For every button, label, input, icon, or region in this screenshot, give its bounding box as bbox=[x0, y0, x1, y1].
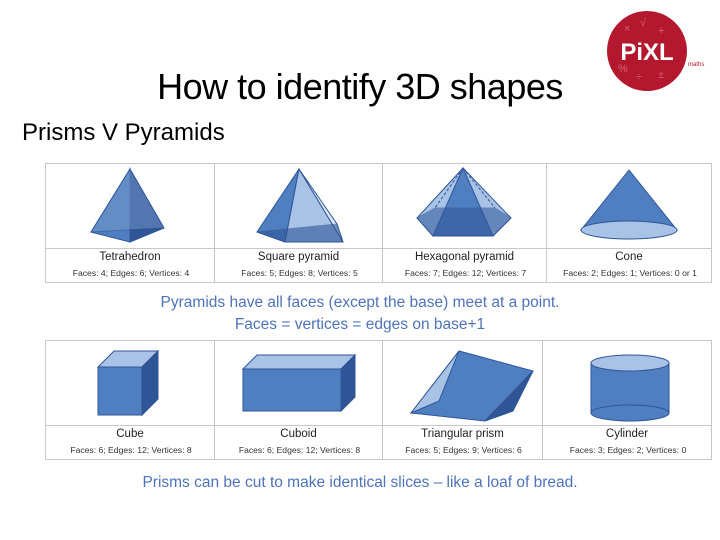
pyramid-facts: Faces: 5; Edges: 8; Vertices: 5 bbox=[241, 268, 358, 278]
cylinder-icon bbox=[590, 354, 670, 422]
prism-name: Cylinder bbox=[605, 428, 649, 440]
prism-facts: Faces: 3; Edges: 2; Vertices: 0 bbox=[569, 445, 687, 455]
svg-text:√: √ bbox=[640, 17, 647, 29]
prism-name: Cube bbox=[116, 428, 144, 440]
pyramid-facts: Faces: 7; Edges: 12; Vertices: 7 bbox=[404, 268, 527, 278]
pyramid-name: Square pyramid bbox=[257, 251, 340, 263]
svg-text:+: + bbox=[658, 25, 664, 37]
svg-text:%: % bbox=[618, 63, 628, 75]
svg-text:±: ± bbox=[658, 69, 664, 81]
prism-card-cuboid: Cuboid Faces: 6; Edges: 12; Vertices: 8 bbox=[215, 341, 383, 459]
prism-rule: Prisms can be cut to make identical slic… bbox=[142, 474, 578, 491]
prism-name: Cuboid bbox=[280, 428, 317, 440]
triangular-prism-icon bbox=[409, 350, 534, 422]
pyramids-panel: Tetrahedron Faces: 4; Edges: 6; Vertices… bbox=[45, 163, 712, 283]
prism-name: Triangular prism bbox=[421, 428, 504, 440]
prism-facts: Faces: 5; Edges: 9; Vertices: 6 bbox=[405, 445, 522, 455]
prisms-panel: Cube Faces: 6; Edges: 12; Vertices: 8 Cu… bbox=[45, 340, 712, 460]
logo-text: PiXL bbox=[620, 39, 673, 66]
pyramid-facts: Faces: 2; Edges: 1; Vertices: 0 or 1 bbox=[563, 268, 697, 278]
prism-facts: Faces: 6; Edges: 12; Vertices: 8 bbox=[70, 445, 192, 455]
pyramid-card-hexagonal: Hexagonal pyramid Faces: 7; Edges: 12; V… bbox=[383, 164, 547, 282]
cuboid-icon bbox=[241, 353, 357, 413]
cube-icon bbox=[96, 349, 160, 417]
hexagonal-pyramid-icon bbox=[416, 166, 512, 237]
svg-text:×: × bbox=[624, 23, 630, 35]
pyramid-card-tetrahedron: Tetrahedron Faces: 4; Edges: 6; Vertices… bbox=[46, 164, 215, 282]
slide-subtitle: Prisms V Pyramids bbox=[22, 119, 225, 146]
pyramid-name: Tetrahedron bbox=[99, 251, 161, 263]
slide-title: How to identify 3D shapes bbox=[157, 66, 563, 107]
tetrahedron-icon bbox=[90, 167, 165, 243]
logo-subtext: maths bbox=[688, 62, 705, 68]
cone-icon bbox=[579, 169, 679, 240]
svg-text:÷: ÷ bbox=[636, 71, 642, 83]
prism-card-cube: Cube Faces: 6; Edges: 12; Vertices: 8 bbox=[46, 341, 215, 459]
pyramid-card-square: Square pyramid Faces: 5; Edges: 8; Verti… bbox=[215, 164, 383, 282]
pyramid-card-cone: Cone Faces: 2; Edges: 1; Vertices: 0 or … bbox=[547, 164, 711, 282]
square-pyramid-icon bbox=[256, 167, 344, 243]
prism-card-cylinder: Cylinder Faces: 3; Edges: 2; Vertices: 0 bbox=[543, 341, 711, 459]
pyramid-rule-line1: Pyramids have all faces (except the base… bbox=[160, 294, 560, 311]
pixl-logo: × √ + % ÷ ± PiXL maths bbox=[606, 10, 704, 92]
pyramid-name: Cone bbox=[615, 251, 643, 263]
pyramid-facts: Faces: 4; Edges: 6; Vertices: 4 bbox=[72, 268, 190, 278]
prism-facts: Faces: 6; Edges: 12; Vertices: 8 bbox=[238, 445, 361, 455]
pyramid-name: Hexagonal pyramid bbox=[414, 251, 515, 263]
prism-card-triangular: Triangular prism Faces: 5; Edges: 9; Ver… bbox=[383, 341, 543, 459]
pyramid-rule-line2: Faces = vertices = edges on base+1 bbox=[234, 316, 486, 333]
